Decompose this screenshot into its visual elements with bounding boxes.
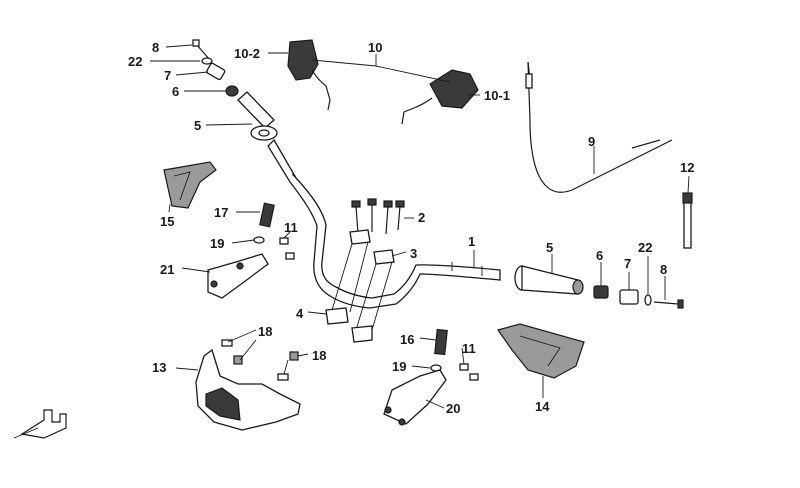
- right-washer-22: [644, 294, 652, 306]
- leader-lines: [150, 44, 690, 409]
- callout-3: 3: [410, 246, 417, 261]
- left-bolt-17: [259, 202, 275, 228]
- upper-holder-3: [349, 229, 395, 265]
- front-cover-13: [195, 348, 301, 431]
- callout-2: 2: [418, 210, 425, 225]
- mirror-left-10-2: [287, 39, 331, 111]
- callout-15: 15: [160, 214, 174, 229]
- mirror-right-10-1: [401, 69, 479, 125]
- callout-11: 11: [284, 220, 298, 235]
- cover-screws-18: [221, 339, 299, 381]
- handlebar-1: [267, 138, 501, 309]
- left-screws-11: [279, 237, 295, 260]
- callout-6-right: 6: [596, 248, 603, 263]
- throttle-cable-9: [525, 61, 673, 193]
- callout-7-right: 7: [624, 256, 631, 271]
- callout-20: 20: [446, 401, 460, 416]
- callout-10: 10: [368, 40, 382, 55]
- callout-8: 8: [152, 40, 159, 55]
- hand-guard-left-15: [163, 161, 217, 209]
- callout-10-1: 10-1: [484, 88, 510, 103]
- right-cap-6: [593, 285, 609, 299]
- left-grip-5: [237, 91, 278, 141]
- callout-18-right: 18: [312, 348, 326, 363]
- left-washer-19: [253, 236, 265, 244]
- right-bracket-20: [383, 369, 447, 426]
- callout-21: 21: [160, 262, 174, 277]
- callout-4: 4: [296, 306, 304, 321]
- callout-19: 19: [210, 236, 224, 251]
- callout-5: 5: [194, 118, 201, 133]
- cable-tie-12: [682, 192, 693, 249]
- right-weight-7: [619, 289, 639, 305]
- callout-13: 13: [152, 360, 166, 375]
- clamp-bolts-2: [351, 198, 405, 235]
- callout-11-right: 11: [462, 341, 476, 356]
- callout-8-right: 8: [660, 262, 667, 277]
- right-screws-11: [459, 363, 479, 381]
- left-weight-7: [206, 62, 226, 81]
- callout-16: 16: [400, 332, 414, 347]
- right-grip-5: [514, 265, 584, 295]
- callout-7: 7: [164, 68, 171, 83]
- callout-22-right: 22: [638, 240, 652, 255]
- front-direction-icon: [13, 409, 67, 439]
- callout-17: 17: [214, 205, 228, 220]
- right-bolt-8: [653, 299, 684, 309]
- left-bolt-8: [192, 39, 211, 61]
- mirror-bracket-line: [311, 59, 451, 83]
- callout-10-2: 10-2: [234, 46, 260, 61]
- callout-6: 6: [172, 84, 179, 99]
- callout-19-right: 19: [392, 359, 406, 374]
- left-bracket-21: [207, 253, 269, 299]
- callout-labels: 8 22 7 6 5 10-2 10 10-1 9 12 15 17 11 19…: [128, 40, 694, 416]
- callout-1: 1: [468, 234, 475, 249]
- hand-guard-right-14: [497, 323, 585, 379]
- right-bolt-16: [434, 328, 448, 356]
- callout-5-right: 5: [546, 240, 553, 255]
- holder-guide-lines: [331, 241, 393, 331]
- callout-18: 18: [258, 324, 272, 339]
- callout-22: 22: [128, 54, 142, 69]
- callout-14: 14: [535, 399, 550, 414]
- left-washer-22: [201, 57, 213, 65]
- lower-holder-4: [325, 307, 373, 343]
- left-cap-6: [225, 85, 239, 97]
- callout-12: 12: [680, 160, 694, 175]
- callout-9: 9: [588, 134, 595, 149]
